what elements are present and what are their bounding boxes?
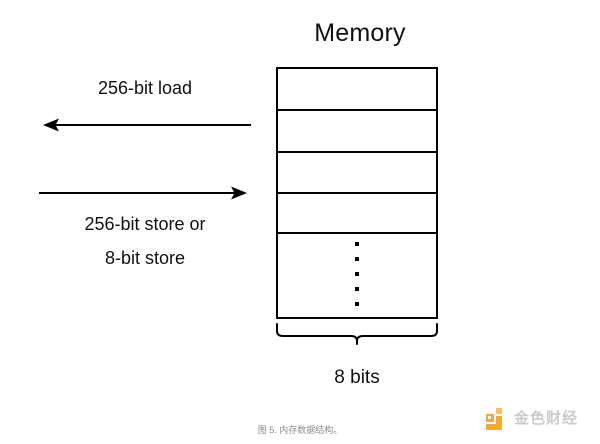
watermark: 金色财经 — [486, 408, 578, 430]
memory-cell-row-1 — [278, 69, 436, 111]
memory-cell-row-2 — [278, 111, 436, 153]
load-arrow-label: 256-bit load — [97, 78, 193, 98]
vertical-ellipsis-icon — [278, 234, 436, 317]
load-arrow-icon — [43, 118, 251, 132]
memory-column — [276, 67, 438, 319]
store-arrow-icon — [39, 186, 247, 200]
store-arrow-label-line-2: 8-bit store — [104, 248, 186, 268]
memory-cell-row-3 — [278, 153, 436, 194]
jinse-logo-icon — [486, 408, 508, 430]
memory-cell-row-continuation — [278, 234, 436, 317]
watermark-text: 金色财经 — [514, 410, 579, 427]
memory-cell-row-4 — [278, 194, 436, 234]
bit-width-label: 8 bits — [334, 367, 380, 388]
figure-caption: 图 5. 内存数据结构。 — [257, 425, 343, 435]
store-arrow-label-line-1: 256-bit store or — [84, 214, 206, 234]
page-title: Memory — [314, 19, 406, 47]
width-brace-icon — [276, 323, 438, 345]
